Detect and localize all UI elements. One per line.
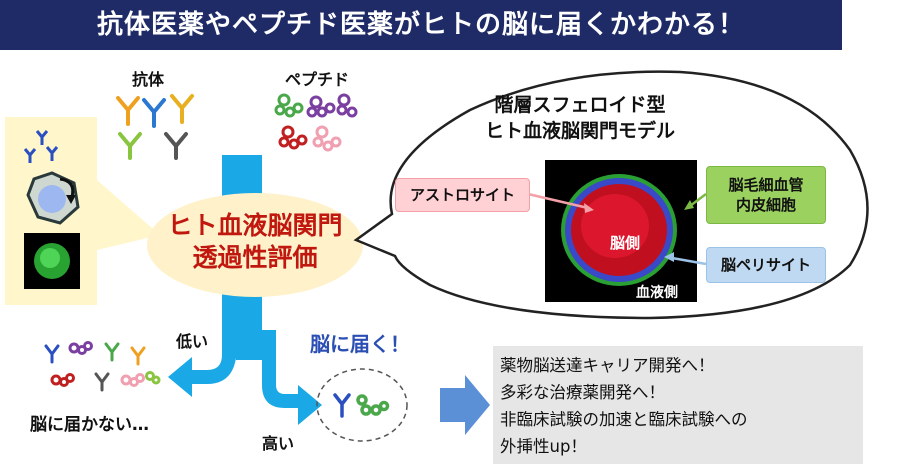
peptide-icon <box>145 371 161 385</box>
evaluation-ellipse <box>147 193 363 297</box>
bubble-title-line-1: 階層スフェロイド型 <box>494 94 666 116</box>
evaluation-text: ヒト血液脳関門 透過性評価 <box>145 210 365 274</box>
peptide-icon <box>50 373 75 387</box>
antibody-icon <box>164 132 188 160</box>
brain-side-label: 脳側 <box>610 234 641 252</box>
antibody-icon <box>130 346 146 366</box>
pericyte-callout: 脳ペリサイト <box>706 247 826 283</box>
astro-pointer <box>527 192 589 210</box>
antibody-label: 抗体 <box>132 70 165 89</box>
result-line-4: 外挿性up！ <box>500 437 587 456</box>
antibody-icon <box>118 132 142 160</box>
page-title: 抗体医薬やペプチド医薬がヒトの脳に届くかわかる！ <box>96 10 745 40</box>
antibody-icon <box>170 94 194 124</box>
evaluation-line-2: 透過性評価 <box>192 243 318 272</box>
peptide-icon <box>312 125 342 152</box>
result-arrow <box>440 375 490 435</box>
results-box <box>493 346 863 464</box>
peptide-icon <box>306 95 336 118</box>
uptake-arrow <box>59 177 75 198</box>
low-arrow-head <box>168 357 192 397</box>
high-arrow-head <box>298 385 322 425</box>
peri-pointer <box>671 256 707 266</box>
scattered-molecules <box>44 341 161 392</box>
antibody-icon-small <box>23 130 59 163</box>
antibody-icons <box>116 94 194 160</box>
peptide-icon <box>278 125 308 150</box>
brain-target-circle <box>316 368 408 442</box>
endo-pointer <box>689 193 707 207</box>
bubble-title-line-2: ヒト血液脳関門モデル <box>484 120 675 142</box>
result-line-1: 薬物脳送達キャリア開発へ！ <box>500 356 715 375</box>
peptide-label: ペプチド <box>285 70 350 89</box>
bubble-title: 階層スフェロイド型 ヒト血液脳関門モデル <box>420 92 740 144</box>
panel-illustration <box>23 130 80 289</box>
endothelial-line-1: 脳毛細血管 <box>728 176 804 194</box>
astrocyte-callout: アストロサイト <box>395 178 530 212</box>
result-line-2: 多彩な治療薬開発へ！ <box>500 383 665 402</box>
high-label: 高い <box>262 434 295 453</box>
endothelial-callout: 脳毛細血管 内皮細胞 <box>706 166 826 224</box>
endothelial-line-2: 内皮細胞 <box>735 196 796 214</box>
reach-brain-label: 脳に届く！ <box>310 332 410 356</box>
reached-molecules <box>333 393 390 418</box>
micrograph-art <box>561 174 677 286</box>
blood-side-label: 血液側 <box>636 285 678 301</box>
antibody-icon <box>116 96 140 126</box>
antibody-icon <box>142 98 166 128</box>
peptide-icon <box>356 394 390 416</box>
peptide-icon <box>120 373 145 387</box>
title-bar <box>0 0 842 50</box>
panel-pointer <box>97 180 160 250</box>
peptide-icon <box>274 93 304 118</box>
antibody-icon <box>333 393 351 418</box>
antibody-icon <box>44 344 60 364</box>
peptide-icons <box>274 93 358 152</box>
spheroid-micrograph <box>545 160 697 302</box>
spheroid-core <box>38 185 66 213</box>
not-reach-label: 脳に届かない… <box>30 415 149 435</box>
peptide-icon <box>68 341 93 355</box>
result-line-3: 非臨床試験の加速と臨床試験への <box>500 410 748 429</box>
antibody-icon <box>104 342 120 362</box>
evaluation-line-1: ヒト血液脳関門 <box>167 211 343 240</box>
peptide-icon <box>336 93 358 118</box>
low-label: 低い <box>176 332 209 351</box>
results-text: 薬物脳送達キャリア開発へ！ 多彩な治療薬開発へ！ 非臨床試験の加速と臨床試験への… <box>500 352 860 460</box>
antibody-icon <box>94 372 110 392</box>
